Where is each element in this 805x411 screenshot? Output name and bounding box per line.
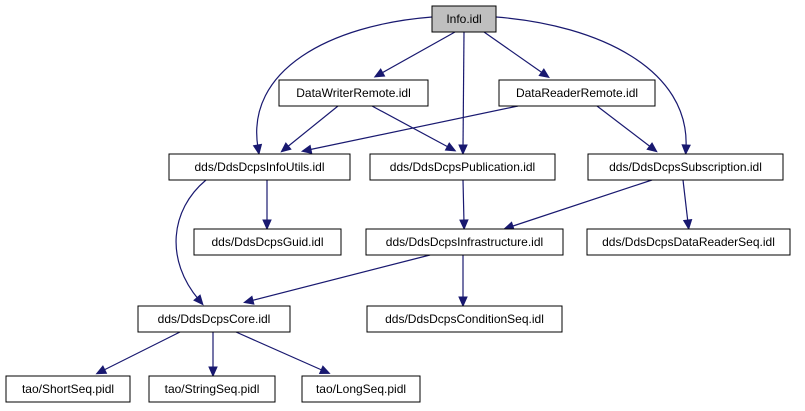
edge-drr-to-infoutils	[300, 105, 519, 154]
node-box	[137, 305, 291, 333]
node-publication[interactable]: dds/DdsDcpsPublication.idl	[369, 153, 556, 181]
edge-publication-to-infrastructure	[459, 179, 469, 231]
edge-line	[371, 105, 451, 149]
node-shortseq[interactable]: tao/ShortSeq.pidl	[5, 375, 131, 403]
node-label: dds/DdsDcpsSubscription.idl	[609, 160, 762, 174]
node-label: tao/ShortSeq.pidl	[22, 382, 114, 396]
edge-line	[249, 254, 431, 302]
node-label: DataWriterRemote.idl	[296, 86, 410, 100]
edge-line	[483, 31, 545, 75]
edge-arrowhead	[262, 219, 272, 231]
node-stringseq[interactable]: tao/StringSeq.pidl	[148, 375, 276, 403]
edge-info-to-subscription	[495, 16, 691, 156]
node-box	[587, 153, 784, 181]
node-box	[586, 228, 791, 256]
edge-arrowhead	[373, 68, 386, 78]
node-longseq[interactable]: tao/LongSeq.pidl	[301, 375, 421, 403]
edge-arrowhead	[280, 142, 292, 153]
node-conditionseq[interactable]: dds/DdsDcpsConditionSeq.idl	[366, 305, 563, 333]
edge-core-to-stringseq	[208, 332, 218, 378]
edge-line	[379, 31, 456, 75]
edge-line	[596, 105, 653, 149]
node-label: DataReaderRemote.idl	[516, 86, 638, 100]
node-label: dds/DdsDcpsInfrastructure.idl	[386, 235, 543, 249]
edge-arrowhead	[300, 144, 313, 154]
edge-arrowhead	[444, 142, 457, 152]
edge-arrowhead	[95, 365, 108, 375]
node-label: dds/DdsDcpsInfoUtils.idl	[194, 160, 324, 174]
node-box	[168, 153, 351, 181]
edge-core-to-longseq	[235, 331, 331, 374]
edge-info-to-infoutils	[252, 16, 433, 156]
node-box	[193, 228, 342, 256]
edge-arrowhead	[193, 294, 204, 306]
edge-arrowhead	[208, 366, 218, 378]
node-subscription[interactable]: dds/DdsDcpsSubscription.idl	[587, 153, 784, 181]
node-label: dds/DdsDcpsPublication.idl	[390, 160, 535, 174]
node-box	[5, 375, 131, 403]
edge-info-to-dwr	[373, 31, 456, 78]
edge-line	[101, 331, 181, 372]
node-drr[interactable]: DataReaderRemote.idl	[498, 79, 656, 107]
node-datareaderseq[interactable]: dds/DdsDcpsDataReaderSeq.idl	[586, 228, 791, 256]
node-box	[431, 5, 497, 33]
edge-info-to-publication	[458, 31, 468, 156]
node-infoutils[interactable]: dds/DdsDcpsInfoUtils.idl	[168, 153, 351, 181]
edge-arrowhead	[242, 295, 255, 305]
edge-infoutils-to-guid	[262, 180, 272, 231]
edge-arrowhead	[538, 68, 550, 79]
edge-subscription-to-infrastructure	[503, 179, 653, 231]
node-infrastructure[interactable]: dds/DdsDcpsInfrastructure.idl	[365, 228, 564, 256]
node-dwr[interactable]: DataWriterRemote.idl	[278, 79, 429, 107]
edge-arrowhead	[646, 142, 658, 153]
node-label: Info.idl	[446, 12, 481, 26]
node-label: tao/StringSeq.pidl	[165, 382, 260, 396]
node-box	[148, 375, 276, 403]
edge-arrowhead	[458, 296, 468, 308]
node-box	[278, 79, 429, 107]
edge-line	[462, 179, 465, 224]
node-guid[interactable]: dds/DdsDcpsGuid.idl	[193, 228, 342, 256]
edge-line	[235, 331, 325, 372]
edge-arrowhead	[318, 365, 331, 374]
node-label: dds/DdsDcpsCore.idl	[158, 312, 271, 326]
edge-line	[285, 105, 339, 149]
edge-infoutils-to-core	[175, 179, 207, 306]
node-box	[301, 375, 421, 403]
edge-dwr-to-publication	[371, 105, 457, 152]
edge-dwr-to-infoutils	[280, 105, 339, 153]
node-core[interactable]: dds/DdsDcpsCore.idl	[137, 305, 291, 333]
edge-line	[307, 105, 519, 151]
edge-infrastructure-to-conditionseq	[458, 255, 468, 308]
edge-subscription-to-datareaderseq	[682, 179, 693, 231]
edge-line	[682, 179, 689, 224]
edge-info-to-drr	[483, 31, 550, 79]
edge-line	[175, 179, 207, 301]
node-label: dds/DdsDcpsConditionSeq.idl	[385, 312, 544, 326]
edges-layer	[95, 16, 693, 378]
edge-line	[509, 179, 653, 228]
node-box	[498, 79, 656, 107]
edge-line	[462, 31, 465, 149]
edge-line	[495, 16, 687, 149]
node-box	[366, 305, 563, 333]
node-box	[365, 228, 564, 256]
edge-arrowhead	[459, 219, 469, 231]
edge-core-to-shortseq	[95, 331, 181, 375]
edge-infrastructure-to-core	[242, 254, 431, 305]
node-info[interactable]: Info.idl	[431, 5, 497, 33]
edge-arrowhead	[682, 218, 693, 231]
node-label: dds/DdsDcpsGuid.idl	[211, 235, 323, 249]
edge-line	[256, 16, 433, 149]
edge-arrowhead	[252, 143, 263, 156]
edge-arrowhead	[458, 144, 468, 156]
node-box	[369, 153, 556, 181]
edge-drr-to-subscription	[596, 105, 658, 153]
node-label: tao/LongSeq.pidl	[316, 382, 406, 396]
node-label: dds/DdsDcpsDataReaderSeq.idl	[602, 235, 775, 249]
edge-arrowhead	[681, 144, 691, 156]
